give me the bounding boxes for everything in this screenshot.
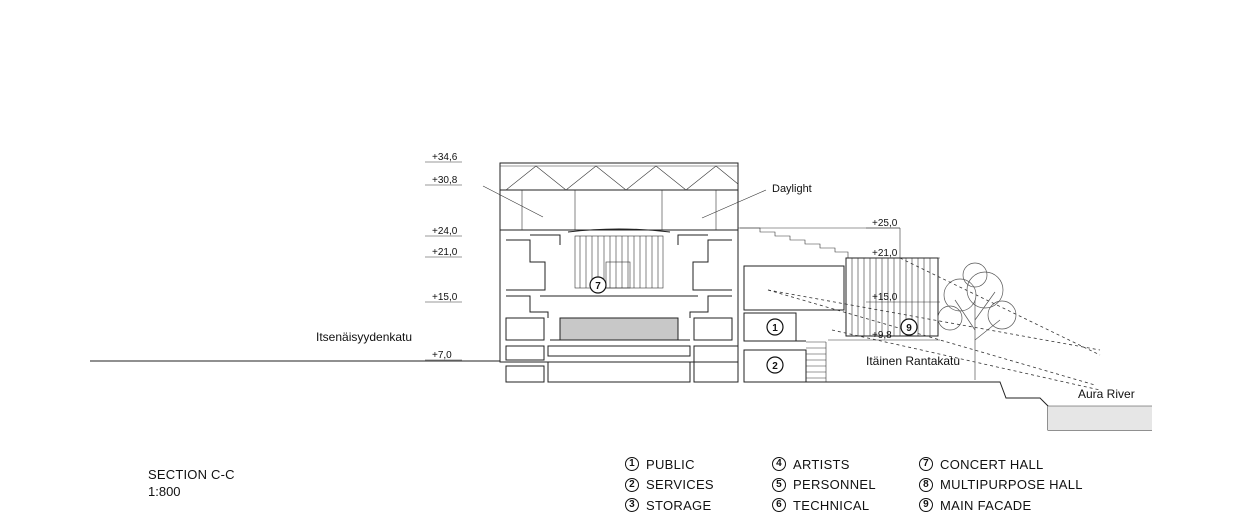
- legend-column-3: 7 CONCERT HALL 8 MULTIPURPOSE HALL 9 MAIN F…: [919, 454, 1083, 516]
- legend-label: ARTISTS: [793, 456, 850, 472]
- svg-text:9: 9: [906, 323, 912, 334]
- legend-column-1: 1 PUBLIC 2 SERVICES 3 STORAGE: [625, 454, 714, 516]
- room-marker-7: 7: [589, 276, 607, 294]
- riverbank: [990, 381, 1152, 431]
- legend-label: STORAGE: [646, 497, 712, 513]
- legend-item: 1 PUBLIC: [625, 454, 714, 475]
- level-24-0: +24,0: [432, 226, 458, 237]
- legend-item: 2 SERVICES: [625, 475, 714, 496]
- legend-number: 3: [625, 498, 639, 513]
- legend-number: 4: [772, 457, 786, 472]
- legend-item: 9 MAIN FACADE: [919, 495, 1083, 516]
- room-marker-1: 1: [766, 318, 784, 336]
- legend-label: TECHNICAL: [793, 497, 870, 513]
- level-15-0: +15,0: [432, 292, 458, 303]
- room-marker-9: 9: [900, 318, 918, 336]
- svg-text:7: 7: [595, 281, 601, 292]
- legend-number: 1: [625, 457, 639, 472]
- svg-text:1: 1: [772, 323, 778, 334]
- daylight-label: Daylight: [772, 183, 812, 195]
- legend-number: 7: [919, 457, 933, 472]
- level-7-0: +7,0: [432, 350, 452, 361]
- legend-label: PUBLIC: [646, 456, 695, 472]
- street-left-label: Itsenäisyydenkatu: [316, 330, 412, 344]
- legend-item: 4 ARTISTS: [772, 454, 876, 475]
- legend-number: 8: [919, 477, 933, 492]
- legend-number: 6: [772, 498, 786, 513]
- level-r-15-0: +15,0: [872, 292, 898, 303]
- legend-item: 5 PERSONNEL: [772, 475, 876, 496]
- legend-column-2: 4 ARTISTS 5 PERSONNEL 6 TECHNICAL: [772, 454, 876, 516]
- level-markers-left: +34,6 +30,8 +24,0 +21,0 +15,0 +7,0: [425, 152, 462, 361]
- level-30-8: +30,8: [432, 175, 458, 186]
- level-markers-right: +25,0 +21,0 +15,0 +9,8: [872, 218, 898, 341]
- legend-item: 3 STORAGE: [625, 495, 714, 516]
- level-34-6: +34,6: [432, 152, 458, 163]
- legend-label: CONCERT HALL: [940, 456, 1044, 472]
- legend-label: MULTIPURPOSE HALL: [940, 477, 1083, 493]
- street-right-label: Itäinen Rantakatu: [866, 354, 960, 368]
- legend-item: 6 TECHNICAL: [772, 495, 876, 516]
- legend-label: SERVICES: [646, 477, 714, 493]
- level-r-25-0: +25,0: [872, 218, 898, 229]
- level-r-9-8: +9,8: [872, 330, 892, 341]
- svg-text:2: 2: [772, 361, 778, 372]
- section-title: SECTION C-C: [148, 467, 235, 482]
- concert-hall-section: [482, 162, 767, 383]
- level-21-0: +21,0: [432, 247, 458, 258]
- legend-label: MAIN FACADE: [940, 497, 1032, 513]
- river-label: Aura River: [1078, 387, 1135, 401]
- legend-number: 5: [772, 477, 786, 492]
- legend-label: PERSONNEL: [793, 477, 876, 493]
- legend-number: 9: [919, 498, 933, 513]
- tree-icon: [937, 262, 1017, 380]
- public-annex-section: [738, 227, 1101, 391]
- room-marker-2: 2: [766, 356, 784, 374]
- legend-item: 8 MULTIPURPOSE HALL: [919, 475, 1083, 496]
- legend-number: 2: [625, 477, 639, 492]
- section-scale: 1:800: [148, 484, 181, 499]
- legend-item: 7 CONCERT HALL: [919, 454, 1083, 475]
- level-r-21-0: +21,0: [872, 248, 898, 259]
